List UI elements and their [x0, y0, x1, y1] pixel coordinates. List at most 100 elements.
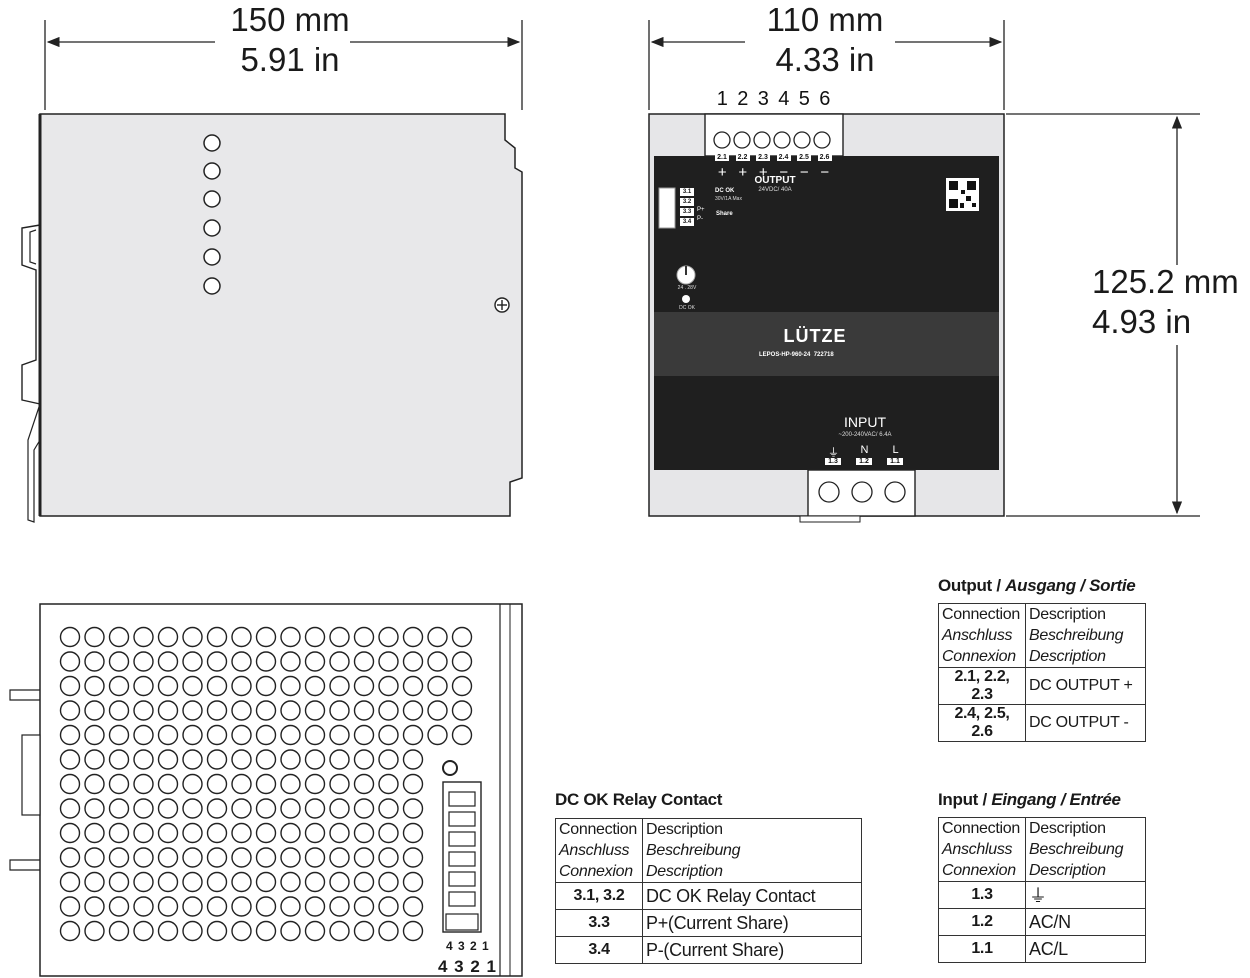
description-cell: AC/N — [1025, 908, 1146, 936]
header-fr: Connexion — [942, 862, 1016, 879]
vent-hole — [304, 847, 326, 868]
vent-hole — [304, 749, 326, 770]
header-en: Description — [1029, 820, 1106, 837]
vent-hole — [402, 749, 424, 770]
vent-hole — [451, 651, 473, 672]
vent-hole — [59, 700, 81, 721]
header-fr: Connexion — [559, 863, 633, 880]
vent-hole — [329, 822, 350, 844]
vent-hole — [402, 651, 424, 672]
vent-hole — [304, 675, 326, 697]
vent-hole — [231, 773, 252, 795]
vent-hole — [451, 626, 473, 648]
signal-terminal-label: 3.3 — [680, 208, 694, 216]
vent-hole — [157, 798, 179, 819]
vent-hole — [182, 896, 203, 917]
table-row: 1.1 AC/L — [938, 935, 1146, 963]
ground-symbol-cell: ⏚ — [1025, 881, 1146, 909]
terminal-number: 2 — [737, 88, 749, 110]
vent-hole — [206, 920, 228, 942]
vent-hole — [255, 798, 277, 819]
vent-hole — [133, 724, 154, 746]
vent-hole — [108, 724, 130, 746]
vent-hole — [231, 749, 252, 770]
vent-hole — [206, 896, 228, 917]
output-terminal-label: 2.2 — [735, 154, 750, 161]
vent-hole — [280, 773, 301, 795]
output-header-connection: Connection Anschluss Connexion — [938, 603, 1026, 668]
vent-hole — [59, 724, 81, 746]
vent-hole — [353, 847, 375, 868]
description-cell: P-(Current Share) — [642, 936, 862, 964]
vent-hole — [378, 651, 399, 672]
vent-hole — [157, 651, 179, 672]
qr-code — [946, 178, 979, 211]
header-fr: Connexion — [942, 648, 1016, 665]
vent-hole — [157, 626, 179, 648]
bottom-vent-holes — [59, 626, 473, 942]
vent-hole — [427, 626, 448, 648]
vent-hole — [231, 896, 252, 917]
vent-hole — [329, 798, 350, 819]
vent-hole — [304, 626, 326, 648]
height-mm: 125.2 mm — [1092, 263, 1239, 300]
connection-cell: 3.4 — [555, 936, 643, 964]
vent-hole — [206, 847, 228, 868]
depth-in: 4.33 in — [775, 41, 875, 78]
vent-hole — [133, 847, 154, 868]
dcok-header-connection: Connection Anschluss Connexion — [555, 818, 643, 883]
vent-hole — [353, 773, 375, 795]
vent-hole — [402, 896, 424, 917]
vent-hole — [304, 871, 326, 893]
connection-cell: 1.2 — [938, 908, 1026, 936]
vent-hole — [59, 920, 81, 942]
polarity-sign: + — [717, 164, 727, 181]
vent-hole — [280, 724, 301, 746]
vent-hole — [304, 651, 326, 672]
vent-hole — [329, 724, 350, 746]
depth-dimension-line — [648, 20, 1005, 110]
height-dimension-line — [1006, 113, 1200, 517]
vent-hole — [451, 724, 473, 746]
dcok-table-header: Connection Anschluss Connexion Descripti… — [555, 818, 862, 883]
vent-hole — [84, 920, 105, 942]
signal-terminal-label: 3.4 — [680, 218, 694, 226]
vent-hole — [402, 847, 424, 868]
input-header-description: Description Beschreibung Description — [1025, 817, 1146, 882]
output-table: Connection Anschluss Connexion Descripti… — [938, 603, 1146, 742]
polarity-sign: − — [779, 164, 789, 181]
terminal-number: 6 — [819, 88, 831, 110]
output-polarity: +++−−− — [712, 160, 842, 181]
vent-hole — [59, 847, 81, 868]
vent-hole — [231, 626, 252, 648]
vent-hole — [157, 847, 179, 868]
vent-hole — [206, 651, 228, 672]
vent-hole — [84, 773, 105, 795]
brand-logo: LÜTZE — [783, 326, 847, 346]
vent-hole — [304, 920, 326, 942]
vent-hole — [427, 724, 448, 746]
input-table-header: Connection Anschluss Connexion Descripti… — [938, 817, 1146, 882]
width-mm: 150 mm — [230, 1, 350, 38]
connection-cell: 3.1, 3.2 — [555, 882, 643, 910]
table-row: 3.3 P+(Current Share) — [555, 909, 862, 937]
output-title-italic: Ausgang / Sortie — [1005, 576, 1136, 595]
header-fr: Description — [1029, 862, 1106, 879]
input-terminal-label: 1.3 — [825, 458, 841, 465]
vent-hole — [84, 896, 105, 917]
vent-hole — [353, 896, 375, 917]
vent-hole — [451, 675, 473, 697]
vent-hole — [255, 651, 277, 672]
vent-hole — [59, 798, 81, 819]
pin-numbers-small: 4 3 2 1 — [446, 939, 490, 953]
vent-hole — [402, 724, 424, 746]
vent-hole — [427, 675, 448, 697]
side-view — [21, 113, 523, 523]
vent-hole — [182, 847, 203, 868]
vent-hole — [108, 651, 130, 672]
signal-terminal-label: 3.1 — [680, 188, 694, 196]
vent-hole — [329, 896, 350, 917]
vent-hole — [157, 773, 179, 795]
vent-hole — [304, 822, 326, 844]
